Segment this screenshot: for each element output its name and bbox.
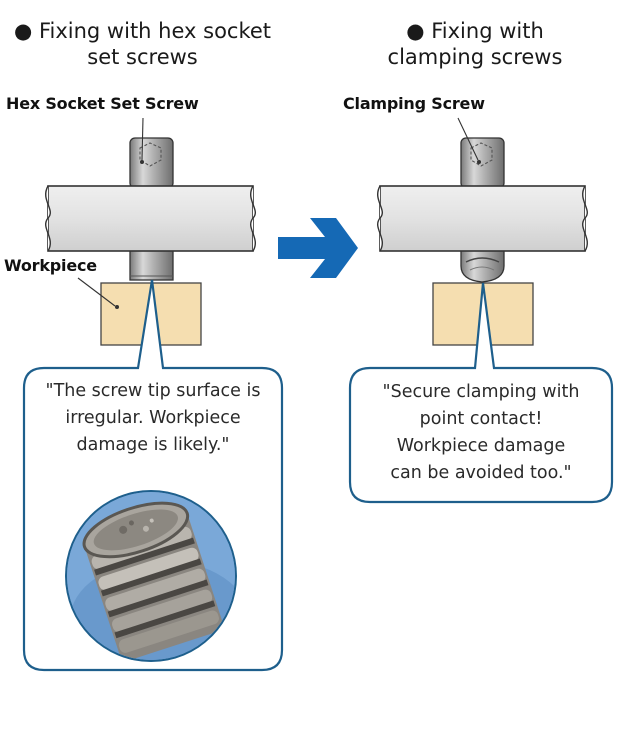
label-workpiece: Workpiece	[4, 256, 97, 275]
left-heading: ● Fixing with hex socket set screws	[0, 18, 285, 70]
left-quote-line-1: "The screw tip surface is	[45, 381, 261, 401]
left-shaft	[47, 185, 254, 252]
right-heading: ● Fixing with clamping screws	[330, 18, 620, 70]
label-clamping-screw: Clamping Screw	[343, 94, 485, 113]
right-quote-line-2: point contact!	[419, 409, 543, 429]
left-quote-line-2: irregular. Workpiece	[65, 408, 241, 428]
right-speech-bubble	[348, 282, 614, 504]
right-quote-line-3: Workpiece damage	[396, 436, 566, 456]
label-hex-socket-set-screw: Hex Socket Set Screw	[6, 94, 199, 113]
left-quote: "The screw tip surface is irregular. Wor…	[26, 378, 280, 459]
arrow-right-icon	[278, 218, 358, 278]
right-heading-line-2: clamping screws	[387, 45, 563, 69]
left-heading-line-2: set screws	[87, 45, 198, 69]
clamping-screw-icon	[460, 137, 505, 283]
right-quote-line-4: can be avoided too."	[390, 463, 572, 483]
left-quote-line-3: damage is likely."	[76, 435, 230, 455]
left-heading-line-1: ● Fixing with hex socket	[13, 19, 272, 43]
screw-tip-photo	[65, 490, 237, 662]
right-shaft	[379, 185, 586, 252]
right-heading-line-1: ● Fixing with	[406, 19, 544, 43]
hex-socket-set-screw-icon	[129, 137, 174, 281]
right-quote-line-1: "Secure clamping with	[382, 382, 580, 402]
right-quote: "Secure clamping with point contact! Wor…	[352, 379, 610, 487]
